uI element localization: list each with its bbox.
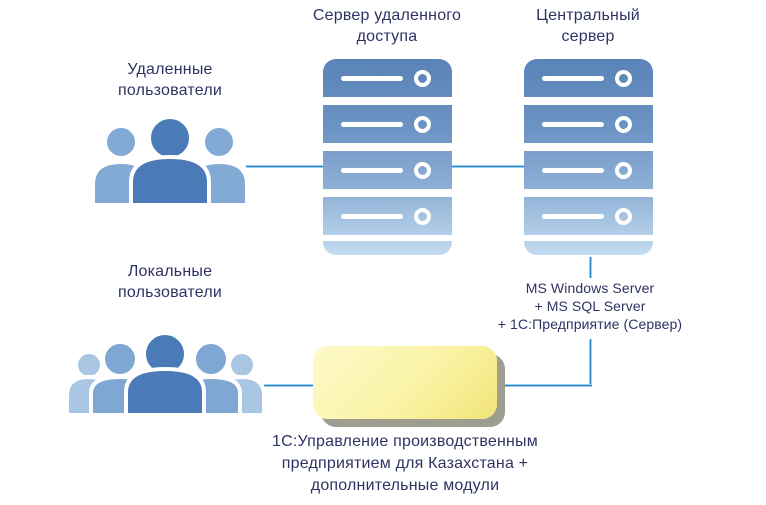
central-server-software-note: MS Windows Server + MS SQL Server + 1С:П… <box>460 279 720 333</box>
label-line: Удаленные <box>127 61 213 78</box>
server-drive-bar-icon <box>341 76 403 81</box>
label-line: пользователи <box>118 284 222 301</box>
caption-line: предприятием для Казахстана + <box>281 455 529 472</box>
label-line: Локальные <box>127 263 213 280</box>
server-led-ring-icon <box>414 70 431 87</box>
title-line: Центральный <box>536 7 640 24</box>
title-line: доступа <box>356 28 418 45</box>
server-slab-gap <box>322 235 453 241</box>
server-drive-bar-icon <box>542 76 604 81</box>
note-line: MS Windows Server <box>525 280 655 296</box>
remote-access-server-icon <box>322 59 453 255</box>
server-slab-gap <box>322 97 453 105</box>
server-slab-gap <box>523 143 654 151</box>
server-slab-gap <box>523 97 654 105</box>
connector-local-users-to-appbox <box>255 384 315 387</box>
server-drive-bar-icon <box>341 122 403 127</box>
server-led-ring-icon <box>414 208 431 225</box>
server-led-ring-icon <box>615 70 632 87</box>
remote-access-server-title: Сервер удаленного доступа <box>307 5 467 47</box>
server-led-ring-icon <box>615 208 632 225</box>
server-drive-bar-icon <box>341 168 403 173</box>
server-slab-gap <box>523 235 654 241</box>
caption-line: дополнительные модули <box>310 477 500 494</box>
server-led-ring-icon <box>615 116 632 133</box>
note-line: + 1С:Предприятие (Сервер) <box>497 316 683 332</box>
title-line: Сервер удаленного <box>312 7 462 24</box>
person-center-icon <box>129 115 211 205</box>
application-caption: 1С:Управление производственным предприят… <box>239 431 571 497</box>
server-drive-bar-icon <box>542 122 604 127</box>
server-drive-bar-icon <box>542 214 604 219</box>
connector-central-server-down <box>589 257 592 278</box>
connector-remote-users-to-server <box>246 165 324 168</box>
local-users-group-icon <box>65 331 266 415</box>
remote-users-label: Удаленные пользователи <box>90 59 250 101</box>
note-line: + MS SQL Server <box>534 298 646 314</box>
local-users-label: Локальные пользователи <box>90 261 250 303</box>
application-box <box>313 346 497 419</box>
server-slab-gap <box>523 189 654 197</box>
server-drive-bar-icon <box>542 168 604 173</box>
title-line: сервер <box>561 28 615 45</box>
connector-note-to-appbox-vertical <box>589 339 592 387</box>
remote-users-group-icon <box>91 115 249 205</box>
connector-note-to-appbox-horizontal <box>495 384 592 387</box>
server-slab-gap <box>322 189 453 197</box>
server-led-ring-icon <box>414 116 431 133</box>
person-center-icon <box>124 331 206 415</box>
server-led-ring-icon <box>615 162 632 179</box>
label-line: пользователи <box>118 82 222 99</box>
central-server-title: Центральный сервер <box>508 5 668 47</box>
connector-server-to-server <box>452 165 524 168</box>
server-led-ring-icon <box>414 162 431 179</box>
server-slab-gap <box>322 143 453 151</box>
caption-line: 1С:Управление производственным <box>272 433 538 450</box>
central-server-icon <box>523 59 654 255</box>
server-drive-bar-icon <box>341 214 403 219</box>
